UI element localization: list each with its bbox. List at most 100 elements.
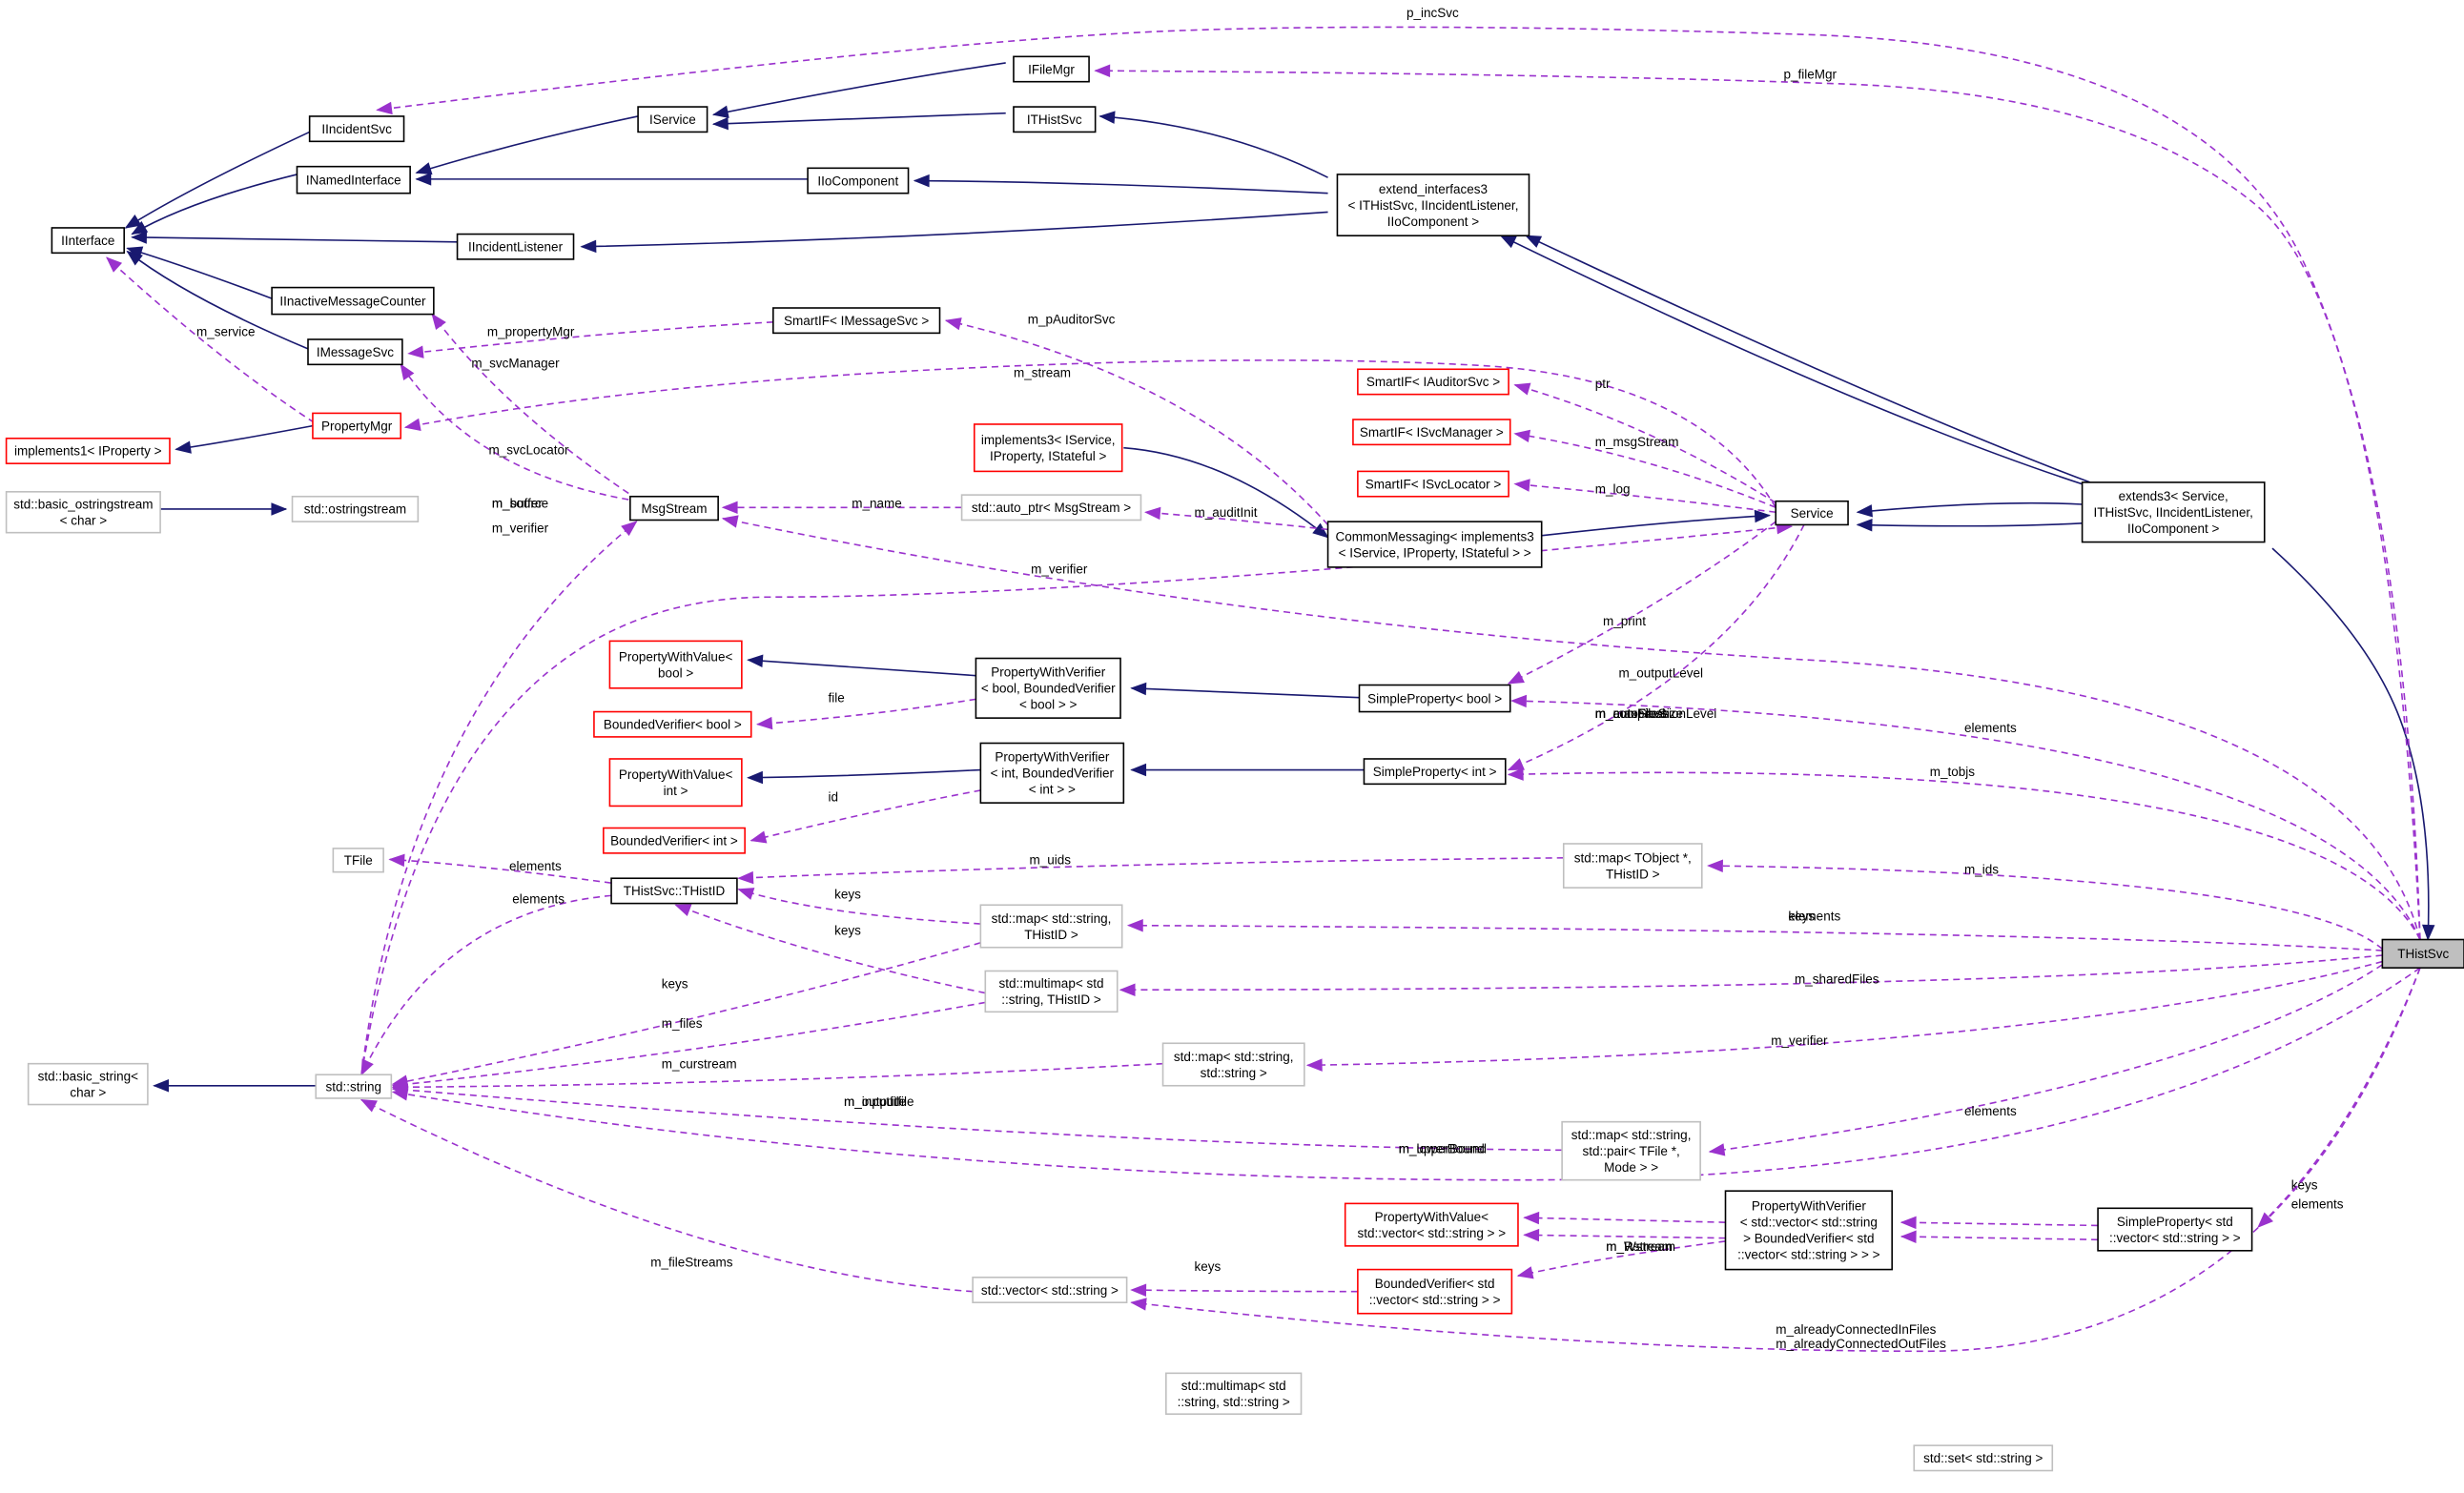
- arrowhead-icon: [360, 1058, 374, 1076]
- node-map-files[interactable]: std::map< std::string,std::pair< TFile *…: [1561, 1120, 1701, 1181]
- node-pwv-bool[interactable]: PropertyWithValue<bool >: [608, 640, 743, 689]
- arrowhead-icon: [1516, 1266, 1534, 1279]
- node-sp-bool[interactable]: SimpleProperty< bool >: [1358, 684, 1511, 713]
- node-label: < int > >: [1029, 783, 1076, 797]
- node-label: < char >: [60, 514, 108, 528]
- arrowhead-icon: [1523, 1211, 1540, 1225]
- usage-edge-vector-string-to-thist-svc: [1516, 1240, 1726, 1279]
- node-label: IIncidentListener: [468, 239, 564, 254]
- arrowhead-icon: [1507, 670, 1525, 685]
- node-auto-ptr[interactable]: std::auto_ptr< MsgStream >: [960, 494, 1142, 522]
- node-map-tobject[interactable]: std::map< TObject *,THistID >: [1562, 843, 1703, 889]
- node-imessage-svc[interactable]: IMessageSvc: [307, 338, 403, 366]
- inheritance-edge-pwv-bool-to-pwver-bool: [175, 424, 314, 454]
- node-label: IInterface: [61, 234, 114, 248]
- edge-label: m_msgStream: [1595, 435, 1679, 449]
- node-msg-stream[interactable]: MsgStream: [629, 495, 719, 522]
- node-iincident-listener[interactable]: IIncidentListener: [456, 233, 575, 260]
- node-implements1[interactable]: implements1< IProperty >: [5, 437, 171, 464]
- arrowhead-icon: [1856, 504, 1873, 518]
- node-pwver-bool[interactable]: PropertyWithVerifier< bool, BoundedVerif…: [975, 657, 1121, 719]
- node-common-messaging[interactable]: CommonMessaging< implements3< IService, …: [1326, 521, 1543, 568]
- inheritance-edge-basic-string-to-string: [747, 768, 981, 785]
- node-label: ::vector< std::string > >: [2109, 1231, 2241, 1245]
- node-label: PropertyWithVerifier: [1752, 1199, 1867, 1214]
- node-bv-bool[interactable]: BoundedVerifier< bool >: [593, 710, 752, 738]
- node-label: BoundedVerifier< bool >: [604, 717, 742, 731]
- inheritance-edge-extends3-to-thist-svc: [2271, 547, 2435, 941]
- edge-label: m_propertyMgr: [487, 325, 575, 339]
- node-string[interactable]: std::string: [315, 1074, 393, 1099]
- node-label: std::string >: [1201, 1066, 1267, 1080]
- usage-edge-sp-vec-to-thist-svc: [391, 1083, 1563, 1152]
- node-iservice[interactable]: IService: [637, 106, 708, 133]
- node-extend-interfaces3[interactable]: extend_interfaces3< ITHistSvc, IIncident…: [1336, 174, 1530, 236]
- arrowhead-icon: [1510, 694, 1528, 708]
- node-label: < std::vector< std::string: [1740, 1216, 1878, 1230]
- node-smart-if-iauditor-svc[interactable]: SmartIF< IAuditorSvc >: [1357, 368, 1509, 396]
- node-pwver-vec[interactable]: PropertyWithVerifier< std::vector< std::…: [1724, 1190, 1893, 1271]
- node-ifile-mgr[interactable]: IFileMgr: [1013, 55, 1090, 83]
- arrowhead-icon: [1130, 682, 1147, 696]
- inheritance-edge-inamed-interface-to-iservice: [913, 174, 1328, 194]
- arrowhead-icon: [1305, 1058, 1323, 1072]
- node-thist-svc[interactable]: THistSvc: [2381, 938, 2464, 969]
- usage-edge-property-mgr-to-service: [407, 321, 773, 358]
- node-map-string-thist-id[interactable]: std::map< std::string,THistID >: [979, 904, 1123, 949]
- node-thist-id[interactable]: THistSvc::THistID: [610, 877, 738, 905]
- node-basic-string[interactable]: std::basic_string<char >: [27, 1062, 149, 1106]
- node-inamed-interface[interactable]: INamedInterface: [296, 165, 411, 194]
- node-multimap-string[interactable]: std::multimap< std::string, std::string …: [1165, 1372, 1303, 1416]
- usage-edge-string-to-multimap-string: [2257, 967, 2421, 1229]
- node-bv-int[interactable]: BoundedVerifier< int >: [603, 827, 746, 854]
- node-service[interactable]: Service: [1775, 500, 1849, 526]
- node-smart-if-isvc-manager[interactable]: SmartIF< ISvcManager >: [1352, 419, 1511, 446]
- arrowhead-icon: [415, 162, 433, 175]
- node-extends3[interactable]: extends3< Service,ITHistSvc, IIncidentLi…: [2081, 481, 2266, 543]
- node-ithist-svc[interactable]: ITHistSvc: [1013, 106, 1097, 133]
- arrowhead-icon: [131, 220, 149, 235]
- node-pwv-vec[interactable]: PropertyWithValue<std::vector< std::stri…: [1344, 1202, 1519, 1247]
- node-multimap-thist-id[interactable]: std::multimap< std::string, THistID >: [984, 970, 1119, 1013]
- node-label: std::auto_ptr< MsgStream >: [972, 501, 1131, 515]
- node-smart-if-imessage-svc[interactable]: SmartIF< IMessageSvc >: [772, 307, 941, 335]
- edge-label: ptr: [1595, 377, 1611, 391]
- node-pwver-int[interactable]: PropertyWithVerifier< int, BoundedVerifi…: [979, 742, 1125, 804]
- node-set-string[interactable]: std::set< std::string >: [1913, 1444, 2054, 1472]
- node-label: SmartIF< ISvcLocator >: [1365, 477, 1502, 491]
- usage-edge-map-string-string-to-thist-svc: [1119, 954, 2383, 996]
- node-map-string-string[interactable]: std::map< std::string,std::string >: [1161, 1042, 1305, 1087]
- node-sp-int[interactable]: SimpleProperty< int >: [1363, 758, 1507, 786]
- node-smart-if-isvc-locator[interactable]: SmartIF< ISvcLocator >: [1357, 470, 1509, 498]
- node-label: SimpleProperty< bool >: [1367, 691, 1502, 706]
- edge-label: m_svcLocator: [489, 442, 570, 457]
- node-pwv-int[interactable]: PropertyWithValue<int >: [608, 758, 743, 808]
- node-implements3[interactable]: implements3< IService,IProperty, IStatef…: [973, 423, 1123, 473]
- node-label: PropertyWithValue<: [619, 649, 733, 664]
- node-iinterface[interactable]: IInterface: [51, 227, 125, 255]
- node-property-mgr[interactable]: PropertyMgr: [312, 412, 402, 440]
- arrowhead-icon: [388, 853, 405, 868]
- node-iinactive-message-counter[interactable]: IInactiveMessageCounter: [271, 286, 435, 316]
- node-ostringstream[interactable]: std::ostringstream: [291, 495, 420, 522]
- node-label: IMessageSvc: [317, 345, 394, 359]
- edge-label: keys: [662, 977, 688, 992]
- edge-label: m_outputLevel: [1618, 665, 1703, 680]
- edge-label: file: [828, 691, 844, 706]
- inheritance-edge-implements1-to-property-mgr: [126, 246, 273, 299]
- node-iincident-svc[interactable]: IIncidentSvc: [308, 115, 405, 143]
- arrowhead-icon: [711, 105, 729, 118]
- node-label: THistID >: [1024, 928, 1078, 942]
- node-basic-ostringstream[interactable]: std::basic_ostringstream< char >: [5, 491, 161, 534]
- node-sp-vec[interactable]: SimpleProperty< std::vector< std::string…: [2097, 1207, 2253, 1252]
- usage-edge-string-to-map-string-string: [1126, 919, 2383, 951]
- arrowhead-icon: [1312, 522, 1329, 539]
- node-bv-vec[interactable]: BoundedVerifier< std::vector< std::strin…: [1357, 1268, 1513, 1315]
- node-vector-string[interactable]: std::vector< std::string >: [972, 1277, 1128, 1303]
- node-iio-component[interactable]: IIoComponent: [807, 167, 910, 194]
- edge-label: id: [828, 789, 838, 804]
- arrowhead-icon: [359, 1098, 378, 1113]
- nodes-layer: THistSvc extends3< Service,ITHistSvc, IIn…: [5, 55, 2464, 1472]
- node-tfile[interactable]: TFile: [332, 848, 384, 873]
